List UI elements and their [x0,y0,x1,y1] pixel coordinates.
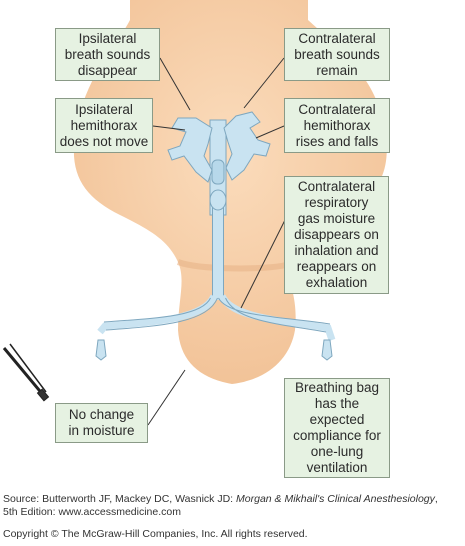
tube-right-limb [218,294,336,342]
left-bronchus [167,117,213,183]
bronchial-cuff [211,159,225,185]
left-connector [95,339,107,361]
source-book-title: Morgan & Mikhail's Clinical Anesthesiolo… [236,493,435,505]
source-edition: 5th Edition: www.accessmedicine.com [3,506,181,518]
source-citation: Source: Butterworth JF, Mackey DC, Wasni… [3,493,438,506]
source-suffix: , [434,493,438,505]
right-connector [321,339,333,361]
leader-lines [147,57,286,426]
double-lumen-tube [97,195,336,342]
source-prefix: Source: Butterworth JF, Mackey DC, Wasni… [3,493,237,505]
right-bronchus [223,111,271,181]
tube-left-limb [97,294,218,335]
copyright-notice: Copyright © The McGraw-Hill Companies, I… [3,528,308,540]
tube-cuff [209,189,227,211]
patient-torso [73,0,387,384]
clamp-icon [2,343,50,402]
neck-shading [176,259,287,272]
